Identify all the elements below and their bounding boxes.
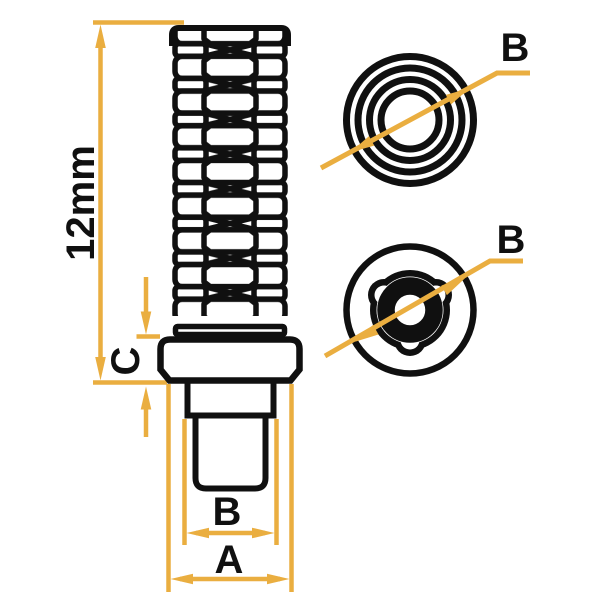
dimension-label-a: A [214,538,244,582]
arrowhead-left [186,527,209,539]
section-view-trilobe [323,243,523,377]
knurled-sleeve [169,25,291,316]
implant-post [184,377,277,419]
arrowhead-upper [441,278,465,296]
arrowhead-right [267,573,290,585]
sleeve-base-band [172,323,288,338]
dimension-b [182,419,279,545]
sleeve-top-cap [169,25,291,46]
section-label-b-bottom: B [496,218,526,262]
section-view-circular-top [319,53,530,187]
dimension-12mm [93,20,184,385]
screw-channel-ring [377,277,443,343]
arrowhead-upper [445,88,470,105]
arrowhead-right [252,527,275,539]
arrowhead-down [95,357,106,381]
abutment-side-view [93,20,303,592]
arrowhead-left [170,573,193,585]
arrowhead-lower [355,324,379,342]
arrowhead-up [95,24,106,48]
dimension-c [136,277,160,437]
leader-line-bottom [323,258,523,359]
flange-collar [157,336,303,384]
dimension-label-12mm: 12mm [59,145,103,261]
dimension-label-b: B [212,490,242,534]
arrowhead-down [140,311,152,335]
dimension-label-c: C [104,346,148,376]
leader-line-top [319,70,530,171]
concentric-rings [343,53,477,187]
dimension-a [166,384,294,592]
section-label-b-top: B [500,26,530,70]
outer-circle [343,243,477,377]
arrowhead-up [140,386,152,410]
arrowhead-lower [350,136,375,153]
screw-tip [192,414,269,492]
